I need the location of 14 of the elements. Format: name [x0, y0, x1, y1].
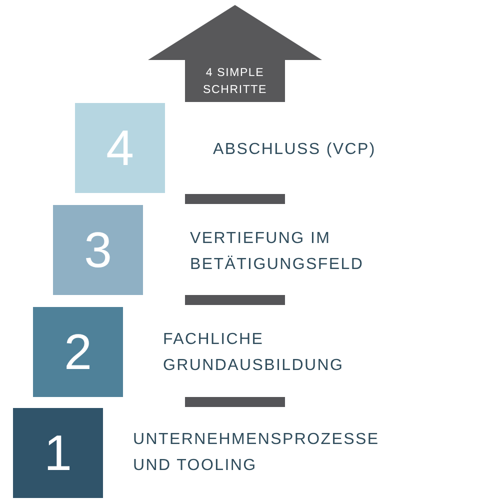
step-square [75, 103, 165, 193]
step-label: UNTERNEHMENSPROZESSE UND TOOLING [133, 430, 380, 476]
step-square [53, 205, 143, 295]
step-label: ABSCHLUSS (VCP) [213, 140, 377, 160]
step-square [33, 307, 123, 397]
arrow-label: 4 SIMPLE SCHRITTE [202, 66, 268, 98]
step-number: 2 [64, 323, 92, 381]
step-number: 1 [44, 424, 72, 482]
step-label: VERTIEFUNG IM BETÄTIGUNGSFELD [190, 229, 365, 275]
step-square [13, 408, 103, 498]
up-arrow-shape [148, 5, 322, 102]
step-number: 3 [84, 221, 112, 279]
step-label: FACHLICHE GRUNDAUSBILDUNG [163, 330, 345, 376]
step-number: 4 [106, 119, 134, 177]
